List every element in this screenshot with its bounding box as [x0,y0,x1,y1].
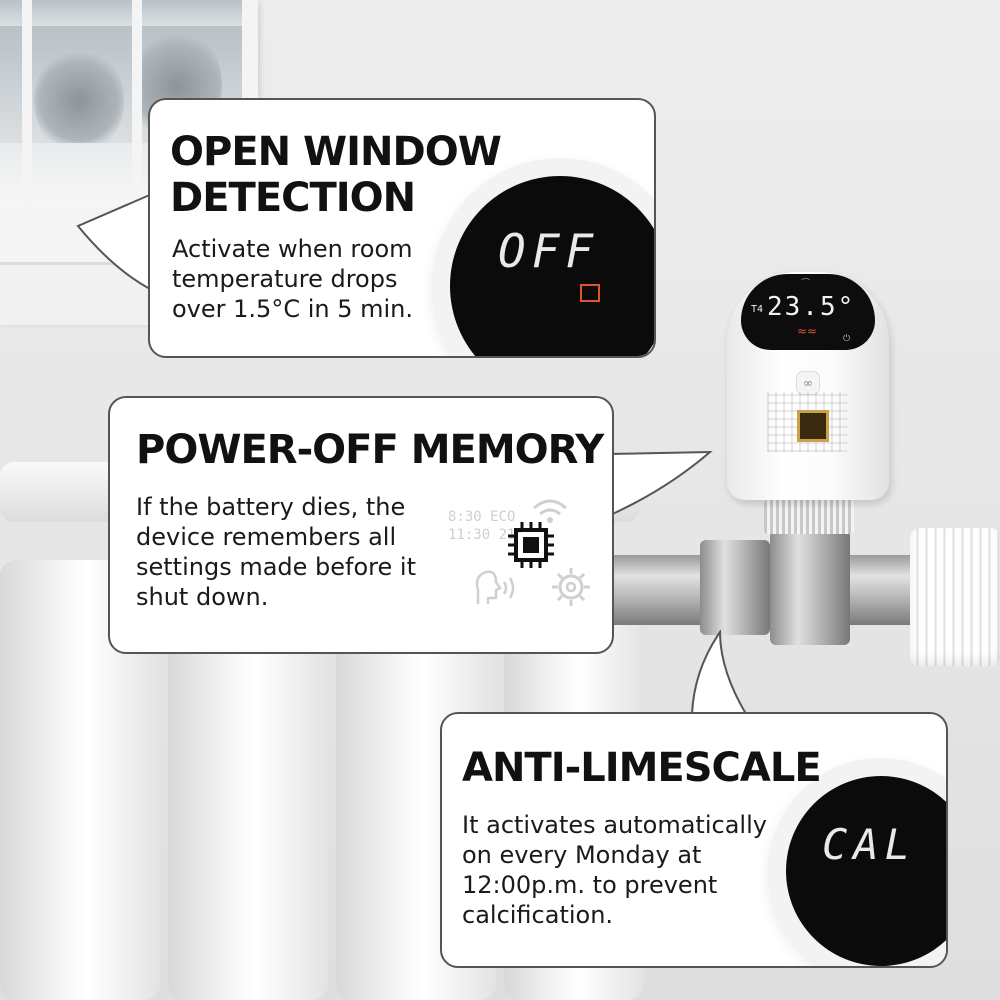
chip-visual [797,410,829,442]
open-window-body-line-1: Activate when room [172,235,413,263]
pairing-button[interactable]: ∞ [797,372,819,394]
anti-limescale-title: ANTI-LIMESCALE [462,745,822,791]
callout-anti-limescale: CAL ANTI-LIMESCALE It activates automati… [440,712,948,968]
anti-limescale-body-line-4: calcification. [462,901,614,929]
wifi-icon [533,499,567,523]
anti-limescale-body-line-3: 12:00p.m. to prevent [462,871,718,899]
open-window-body-line-3: over 1.5°C in 5 min. [172,295,413,323]
open-window-title-line-1: OPEN WINDOW [170,129,502,175]
power-off-body-line-3: settings made before it [136,553,416,581]
callout-tail-open-window [76,192,154,292]
open-window-title-line-2: DETECTION [170,175,416,221]
open-window-body-line-2: temperature drops [172,265,398,293]
power-off-body-line-2: device remembers all [136,523,397,551]
thermostat-device: T4 23.5° ≈≈ ⌒ ⏻ ∞ [727,272,889,500]
callout-open-window: OFF OPEN WINDOW DETECTION Activate when … [148,98,656,358]
thermostat-display: T4 23.5° ≈≈ ⌒ ⏻ [741,274,875,350]
callout-power-off-memory: 8:30 ECO 11:30 21° POWER-OFF MEMORY If t… [108,396,614,654]
schedule-ghost-line-1: 8:30 ECO [448,509,516,525]
schedule-ghost: 8:30 ECO 11:30 21° [448,508,524,544]
callout-tail-anti-limescale [688,630,748,716]
anti-limescale-body-line-2: on every Monday at [462,841,702,869]
anti-limescale-body-line-1: It activates automatically [462,811,767,839]
display-cal-text: CAL [822,820,916,869]
display-off-text: OFF [498,224,600,278]
wifi-indicator-icon: ⌒ [801,279,811,289]
power-off-title: POWER-OFF MEMORY [136,427,604,473]
callout-tail-power-off [606,450,713,518]
power-off-body-line-4: shut down. [136,583,269,611]
temperature-readout: 23.5° [767,292,856,322]
thermostat-collar [764,500,854,534]
chip-icon [508,522,554,568]
heat-icon: ≈≈ [797,324,818,338]
device-display-off: OFF [450,176,654,356]
gear-icon [552,568,590,606]
voice-icon [475,570,515,604]
open-window-icon [580,284,600,302]
mode-label: T4 [751,304,764,315]
schedule-ghost-line-2: 11:30 21° [448,527,524,543]
device-display-cal: CAL [786,776,946,966]
power-off-body-line-1: If the battery dies, the [136,493,406,521]
power-icon: ⏻ [843,334,851,344]
